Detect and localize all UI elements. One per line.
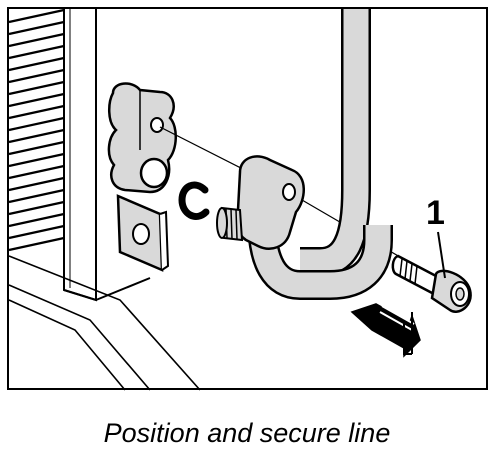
illustration-frame [7, 7, 488, 390]
condenser-side-panel [63, 9, 151, 302]
pipe-fitting [216, 155, 393, 300]
o-ring [178, 181, 210, 220]
callout-number-1: 1 [426, 194, 445, 232]
figure-caption: Position and secure line [103, 418, 391, 448]
refrigerant-pipe [300, 9, 371, 277]
mounting-bracket [107, 82, 177, 194]
frame-lines [8, 255, 201, 391]
callout-leader [437, 231, 446, 279]
bracket-plate [116, 194, 170, 272]
bolt [391, 254, 472, 313]
condenser-fins [8, 8, 65, 294]
direction-arrow [350, 303, 421, 358]
